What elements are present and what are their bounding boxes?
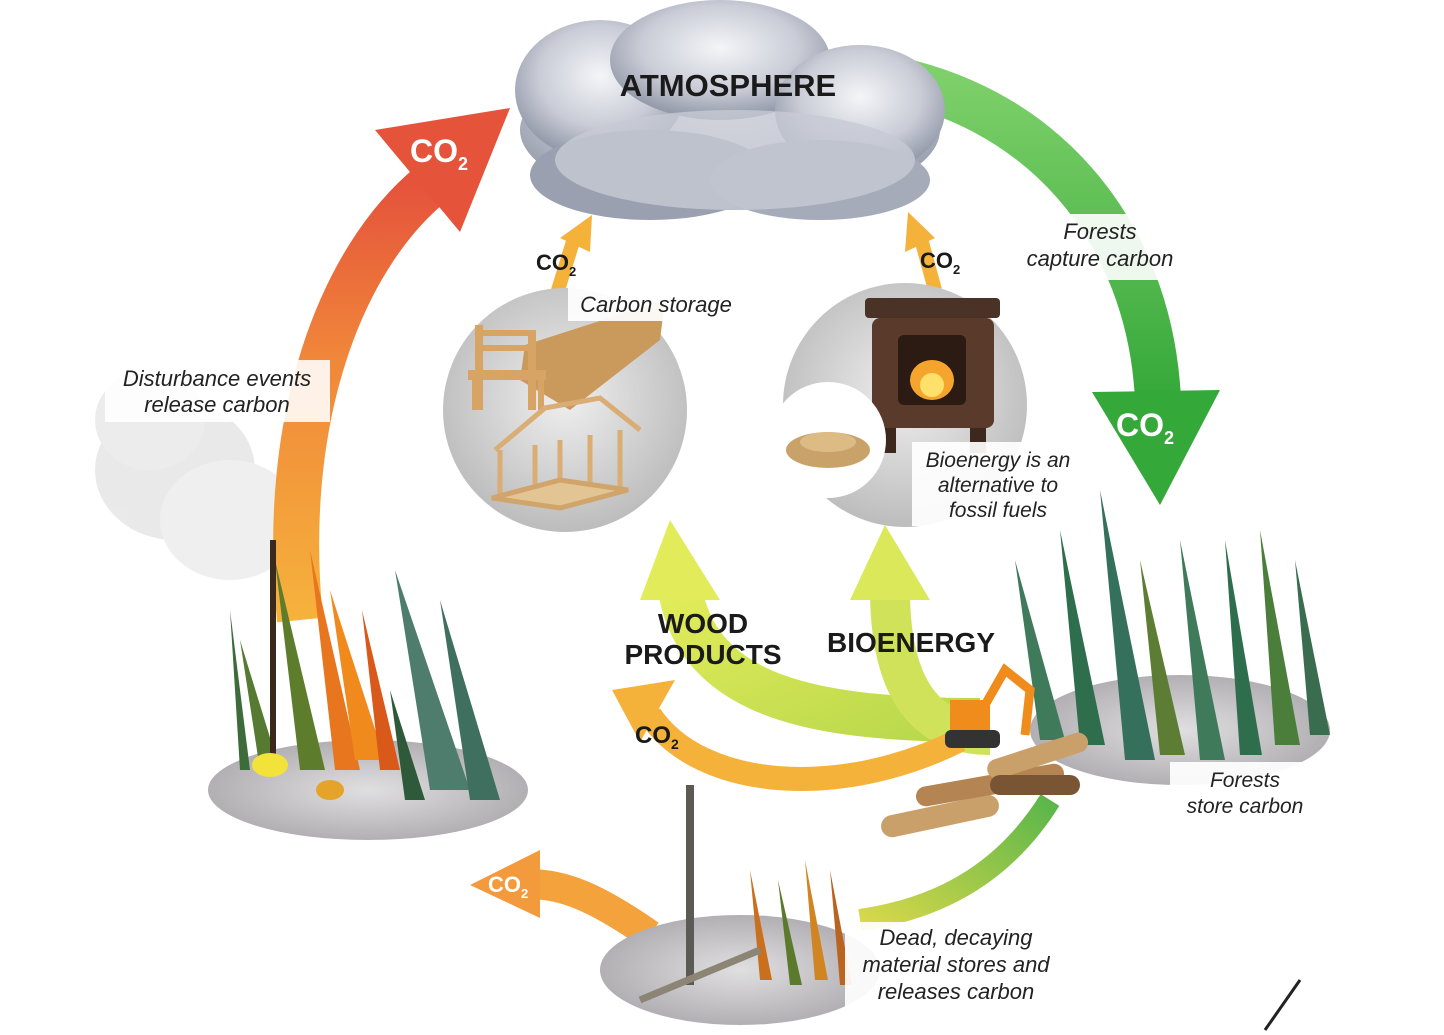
harvester-icon — [945, 663, 1035, 748]
atmosphere-title: ATMOSPHERE — [620, 68, 836, 103]
forests-store-label-1: Forests — [1210, 769, 1281, 792]
bioenergy-alt-label-1: Bioenergy is an — [926, 449, 1071, 472]
carbon-storage-label: Carbon storage — [580, 292, 732, 317]
disturbance-label-2: release carbon — [144, 392, 290, 417]
co2-label-decay: CO2 — [488, 872, 528, 901]
bioenergy-co2-arrow: CO2 — [905, 212, 960, 292]
decay-label-2: material stores and — [862, 952, 1050, 977]
co2-label-capture: CO2 — [1116, 407, 1174, 448]
disturbance-label-1: Disturbance events — [123, 366, 311, 391]
decay-label-bg — [845, 922, 1083, 1010]
decaying-forest — [600, 785, 880, 1025]
lumber-plank — [520, 300, 665, 410]
decay-label-3: releases carbon — [878, 979, 1035, 1004]
forests-store-label-2: store carbon — [1187, 795, 1304, 818]
corner-mark — [1263, 979, 1302, 1031]
forests-store-label-bg — [1170, 762, 1326, 824]
wood-products-title-2: PRODUCTS — [624, 639, 781, 670]
wood-stove-icon — [865, 298, 1000, 453]
harvest-co2-arrow: CO2 — [612, 680, 966, 791]
carbon-storage-disc — [443, 288, 687, 532]
co2-label-harvest: CO2 — [635, 722, 679, 752]
forests-capture-label-1: Forests — [1063, 219, 1136, 244]
standing-forest — [1015, 490, 1330, 785]
bioenergy-alt-label-3: fossil fuels — [949, 499, 1048, 522]
forests-capture-label-2: capture carbon — [1027, 246, 1174, 271]
decay-label-1: Dead, decaying — [880, 925, 1034, 950]
house-frame-icon — [491, 395, 642, 511]
disturbance-release-arrow: CO2 — [273, 108, 510, 623]
atmosphere-cloud — [515, 0, 945, 220]
co2-label-bioenergy: CO2 — [920, 248, 960, 277]
co2-label-release: CO2 — [410, 133, 468, 174]
log-pile-icon — [881, 732, 1089, 838]
carbon-storage-label-bg — [568, 287, 744, 321]
decay-release-arrow: CO2 — [470, 850, 659, 948]
forest-to-decay-arrow — [858, 794, 1060, 931]
chair-icon — [468, 325, 546, 410]
wood-products-title-1: WOOD — [658, 608, 748, 639]
forests-capture-label-bg — [1012, 214, 1187, 280]
bioenergy-alt-label-bg — [912, 442, 1082, 526]
disturbance-label-bg — [105, 360, 330, 422]
co2-label-storage: CO2 — [536, 250, 576, 279]
burning-forest — [208, 540, 528, 840]
bioenergy-title: BIOENERGY — [827, 627, 995, 658]
bioenergy-alt-label-2: alternative to — [938, 474, 1059, 497]
